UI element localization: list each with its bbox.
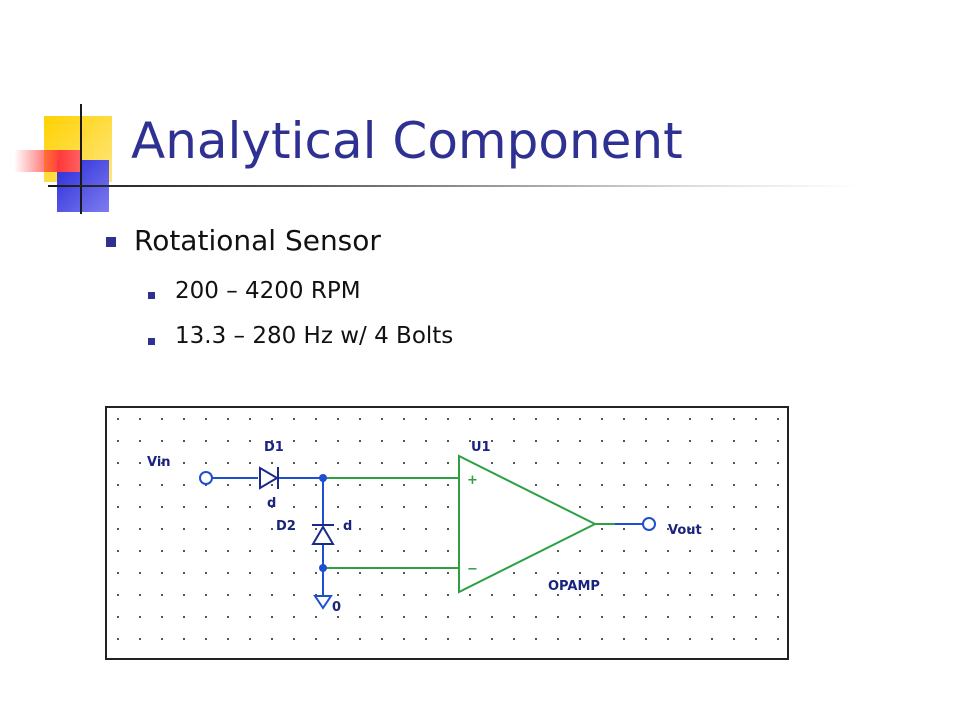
bullet-rpm-range: 200 – 4200 RPM [175,278,361,304]
decorative-vertical-line [80,104,82,214]
bullet-rotational-sensor: Rotational Sensor [134,224,381,257]
label-u1: U1 [471,440,491,455]
bullet-frequency-range: 13.3 – 280 Hz w/ 4 Bolts [175,323,454,349]
opamp-u1 [458,454,598,594]
diode-d2 [311,524,335,545]
label-d1: D1 [264,440,284,455]
opamp-input-wires [323,477,615,569]
label-d2-model: d [343,519,352,534]
junction-dot [319,564,327,572]
decorative-horizontal-line [48,185,860,187]
bullet-marker [106,237,116,247]
label-d1-model: d [267,496,276,511]
sub-bullet-marker [148,338,155,345]
junction-dot [319,474,327,482]
grid-dots [117,418,779,640]
vout-terminal [642,517,656,531]
decorative-red-bar [14,150,80,172]
slide-title: Analytical Component [131,112,683,170]
label-minus: − [467,562,478,577]
label-ground: 0 [332,600,341,615]
sub-bullet-marker [148,292,155,299]
label-d2: D2 [276,519,296,534]
label-plus: + [467,473,478,488]
diode-d1 [259,466,279,490]
circuit-schematic: Vin D1 d D2 d U1 + − Vout OPAMP 0 [105,406,789,660]
ground-symbol [313,595,333,610]
label-vout: Vout [668,523,702,538]
label-vin: Vin [147,455,171,470]
vin-terminal [199,471,213,485]
label-opamp: OPAMP [548,579,600,594]
